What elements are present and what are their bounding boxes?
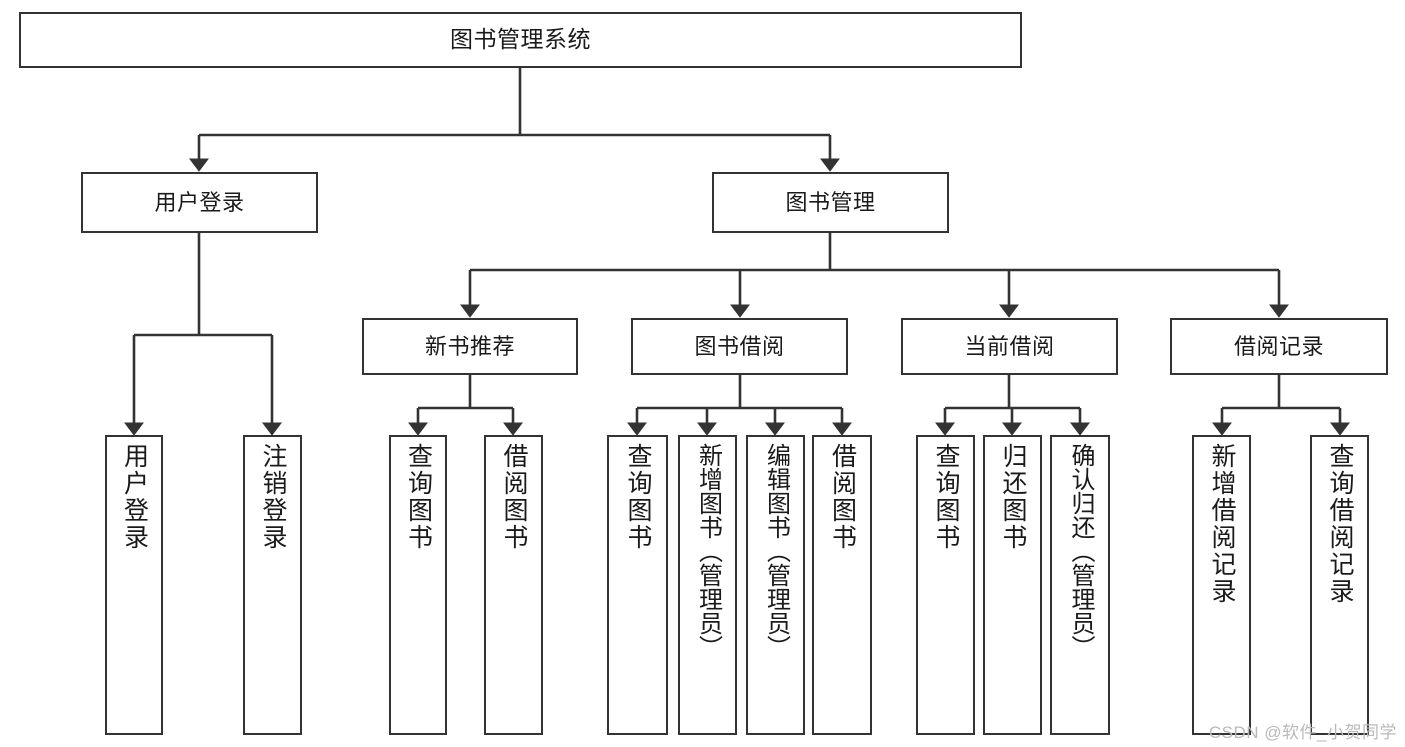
leaf-book-borrow-query-book[interactable]: 查询图书: [607, 435, 668, 735]
node-label: 用户登录: [120, 443, 149, 551]
node-label: 借阅记录: [1233, 333, 1324, 359]
node-label: 新增图书（管理员）: [694, 443, 722, 659]
leaf-book-borrow-borrow-book[interactable]: 借阅图书: [812, 435, 872, 735]
watermark-text: CSDN @软件_小贺同学: [1208, 723, 1397, 742]
node-label: 查询图书: [404, 443, 433, 551]
node-new-book-recommend[interactable]: 新书推荐: [362, 318, 578, 375]
leaf-book-borrow-edit-book-admin[interactable]: 编辑图书（管理员）: [746, 435, 805, 735]
node-label: 新书推荐: [424, 333, 515, 359]
node-current-borrow[interactable]: 当前借阅: [901, 318, 1118, 375]
leaf-current-borrow-query-book[interactable]: 查询图书: [916, 435, 975, 735]
node-book-borrow[interactable]: 图书借阅: [631, 318, 848, 375]
leaf-new-book-borrow-book[interactable]: 借阅图书: [484, 435, 543, 735]
node-label: 图书管理: [785, 189, 876, 215]
leaf-borrow-record-add-record[interactable]: 新增借阅记录: [1192, 435, 1251, 735]
node-book-management[interactable]: 图书管理: [712, 172, 949, 233]
node-label: 图书管理系统: [450, 26, 591, 53]
leaf-book-borrow-add-book-admin[interactable]: 新增图书（管理员）: [678, 435, 737, 735]
node-borrow-record[interactable]: 借阅记录: [1170, 318, 1388, 375]
leaf-user-login-logout[interactable]: 注销登录: [243, 435, 302, 735]
leaf-current-borrow-return-book[interactable]: 归还图书: [983, 435, 1042, 735]
node-label: 查询图书: [624, 443, 652, 551]
node-label: 确认归还（管理员）: [1067, 443, 1094, 659]
node-label: 借阅图书: [500, 443, 528, 551]
node-label: 归还图书: [999, 443, 1027, 551]
node-root-book-management-system[interactable]: 图书管理系统: [19, 12, 1022, 68]
node-label: 借阅图书: [828, 443, 857, 551]
node-label: 查询借阅记录: [1326, 443, 1354, 605]
node-label: 新增借阅记录: [1208, 443, 1236, 605]
node-label: 编辑图书（管理员）: [762, 443, 790, 659]
leaf-borrow-record-query-record[interactable]: 查询借阅记录: [1310, 435, 1369, 735]
node-label: 注销登录: [259, 443, 287, 551]
node-label: 当前借阅: [964, 333, 1055, 359]
leaf-user-login-login[interactable]: 用户登录: [105, 435, 163, 735]
node-label: 图书借阅: [694, 333, 785, 359]
node-user-login[interactable]: 用户登录: [81, 172, 318, 233]
node-label: 查询图书: [932, 443, 960, 551]
leaf-new-book-query-book[interactable]: 查询图书: [389, 435, 447, 735]
node-label: 用户登录: [154, 189, 245, 215]
leaf-current-borrow-confirm-return-admin[interactable]: 确认归还（管理员）: [1050, 435, 1110, 735]
